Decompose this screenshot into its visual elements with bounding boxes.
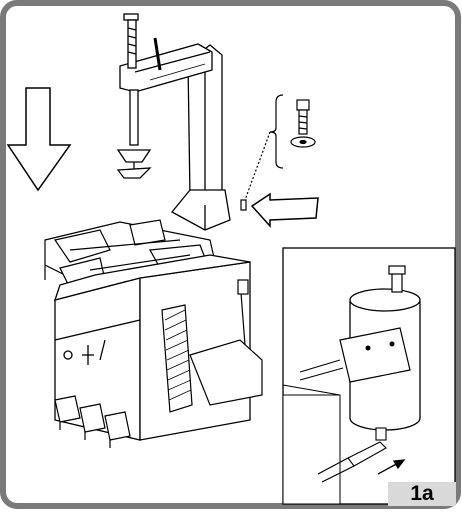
callout-detail <box>240 94 316 211</box>
vertical-shaft <box>116 13 162 179</box>
bead-breaker <box>161 279 263 413</box>
flow-arrow <box>377 459 406 475</box>
foot-pedals <box>54 395 131 448</box>
figure-label: 1a <box>388 482 456 506</box>
down-arrow <box>6 87 72 192</box>
horizontal-arm <box>119 43 213 93</box>
tower-column <box>171 44 231 231</box>
inset-panel <box>282 247 456 505</box>
left-arrow <box>250 192 319 228</box>
